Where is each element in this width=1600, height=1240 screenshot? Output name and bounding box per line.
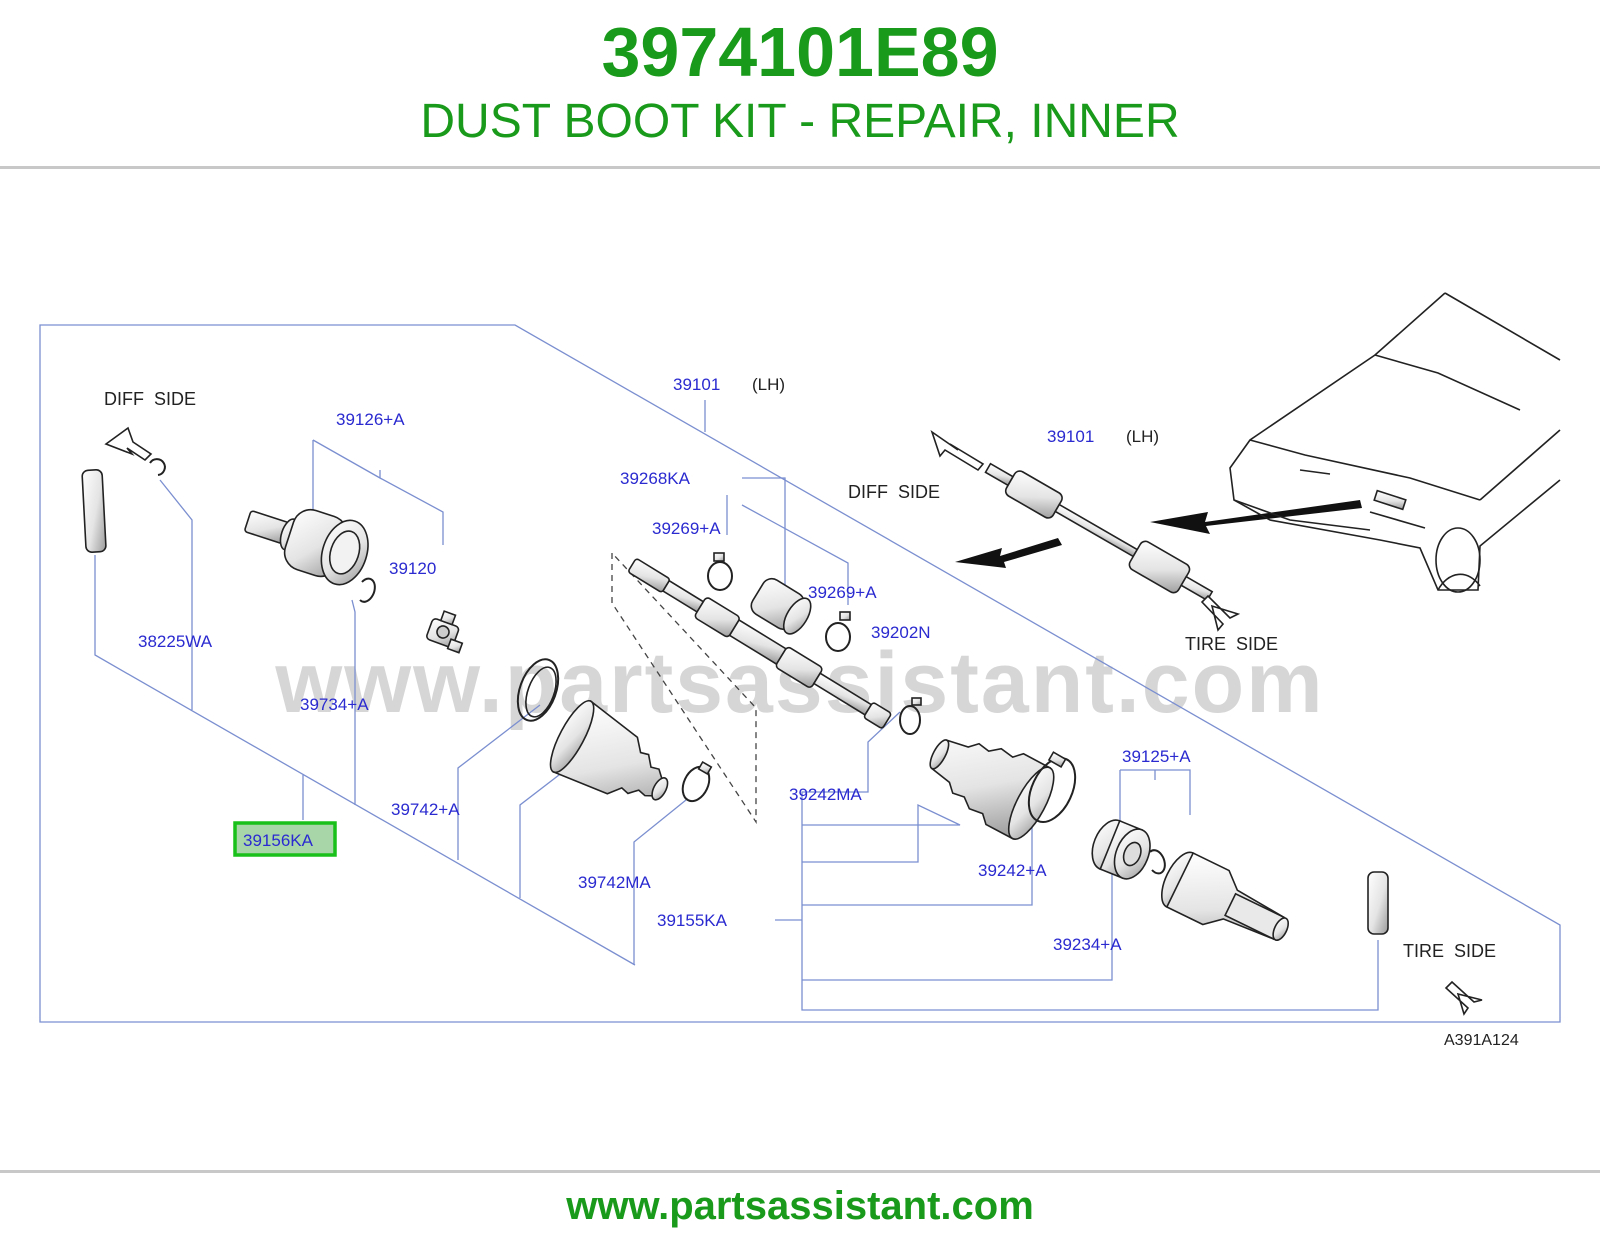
highlight-box — [233, 821, 337, 857]
diff-side-inset: DIFF SIDE — [848, 482, 940, 502]
label-39734A[interactable]: 39734+A — [300, 695, 369, 714]
tire-side-inset: TIRE SIDE — [1185, 634, 1278, 654]
label-39126A[interactable]: 39126+A — [336, 410, 405, 429]
label-39125A[interactable]: 39125+A — [1122, 747, 1191, 766]
label-39269A-2[interactable]: 39269+A — [808, 583, 877, 602]
label-39202N[interactable]: 39202N — [871, 623, 931, 642]
diff-side-left: DIFF SIDE — [104, 389, 196, 409]
side-inset-lh: (LH) — [1126, 427, 1159, 446]
inset-illustration — [104, 426, 1483, 1016]
left-parts — [81, 458, 713, 803]
label-39101-inset[interactable]: 39101 — [1047, 427, 1094, 446]
assembly-frame — [39, 324, 1561, 1023]
diagram-code: A391A124 — [1444, 1032, 1519, 1049]
shaft-dashed-outline — [611, 551, 757, 825]
label-39742A[interactable]: 39742+A — [391, 800, 460, 819]
car-illustration — [1229, 292, 1561, 593]
part-labels: 38225WA 39126+A 39120 39734+A 39742+A 39… — [138, 375, 1191, 954]
watermark: www.partsassistant.com — [274, 635, 1324, 731]
footer-divider — [0, 1170, 1600, 1173]
label-39242A[interactable]: 39242+A — [978, 861, 1047, 880]
center-shaft-parts — [628, 552, 1389, 941]
page-header: 3974101E89 DUST BOOT KIT - REPAIR, INNER — [0, 0, 1600, 168]
header-divider — [0, 166, 1600, 169]
part-description: DUST BOOT KIT - REPAIR, INNER — [420, 95, 1180, 148]
label-38225WA[interactable]: 38225WA — [138, 632, 213, 651]
side-main-lh: (LH) — [752, 375, 785, 394]
label-39269A-1[interactable]: 39269+A — [652, 519, 721, 538]
label-39155KA[interactable]: 39155KA — [657, 911, 728, 930]
label-39742MA[interactable]: 39742MA — [578, 873, 651, 892]
tire-side-right: TIRE SIDE — [1403, 941, 1496, 961]
label-39242MA[interactable]: 39242MA — [789, 785, 862, 804]
label-39120[interactable]: 39120 — [389, 559, 436, 578]
leader-lines — [94, 400, 1379, 1011]
side-labels: (LH) (LH) DIFF SIDE DIFF SIDE TIRE SIDE … — [104, 375, 1519, 1049]
label-39268KA[interactable]: 39268KA — [620, 469, 691, 488]
footer-url[interactable]: www.partsassistant.com — [566, 1184, 1034, 1228]
label-39101-main[interactable]: 39101 — [673, 375, 720, 394]
label-39234A[interactable]: 39234+A — [1053, 935, 1122, 954]
parts-diagram: www.partsassistant.com — [39, 292, 1561, 1049]
highlighted-part-label[interactable]: 39156KA — [243, 831, 314, 850]
part-number-title: 3974101E89 — [601, 13, 999, 91]
